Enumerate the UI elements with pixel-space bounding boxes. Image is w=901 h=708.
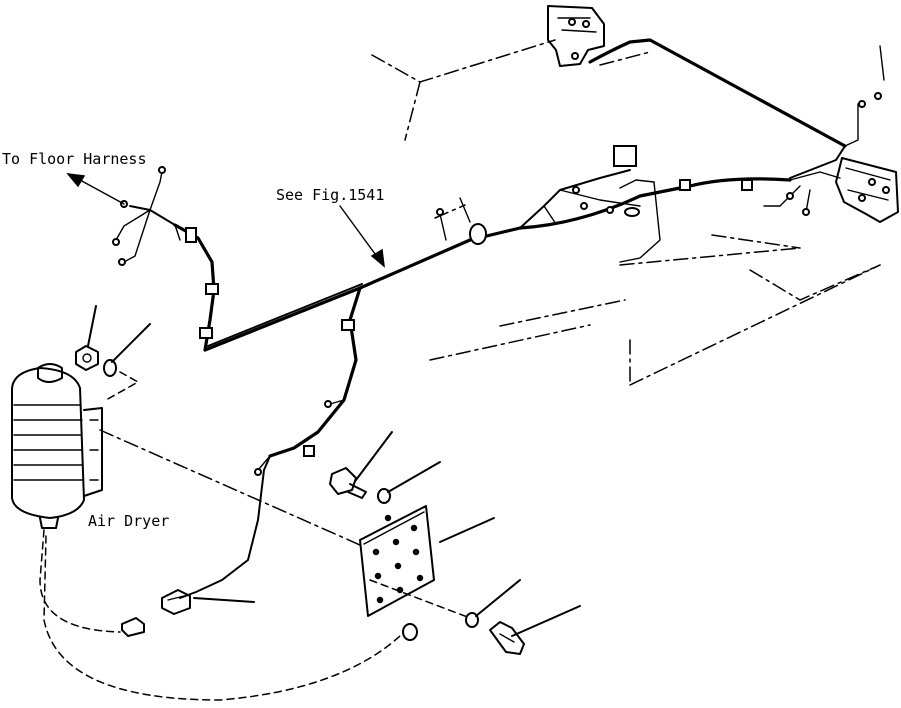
alignment-line-plate-bolt [369, 579, 471, 619]
air-dryer [11, 363, 103, 529]
see-fig-leader [339, 205, 385, 268]
see-fig-label: See Fig.1541 [276, 186, 384, 204]
dryer-connectors [39, 529, 401, 701]
machine-outline [371, 39, 881, 386]
bracket-right [835, 157, 899, 223]
bracket-upper [547, 5, 605, 67]
floor-harness-arrow [66, 173, 125, 205]
nut-and-washer [75, 305, 151, 401]
wiring-harness [112, 38, 885, 599]
mounting-plate [359, 505, 495, 617]
bolt-upper [329, 431, 441, 504]
to-floor-harness-label: To Floor Harness [2, 150, 147, 168]
alignment-line-dryer-plate [99, 429, 361, 546]
air-dryer-label: Air Dryer [88, 512, 169, 530]
bolt-lower [402, 579, 581, 655]
